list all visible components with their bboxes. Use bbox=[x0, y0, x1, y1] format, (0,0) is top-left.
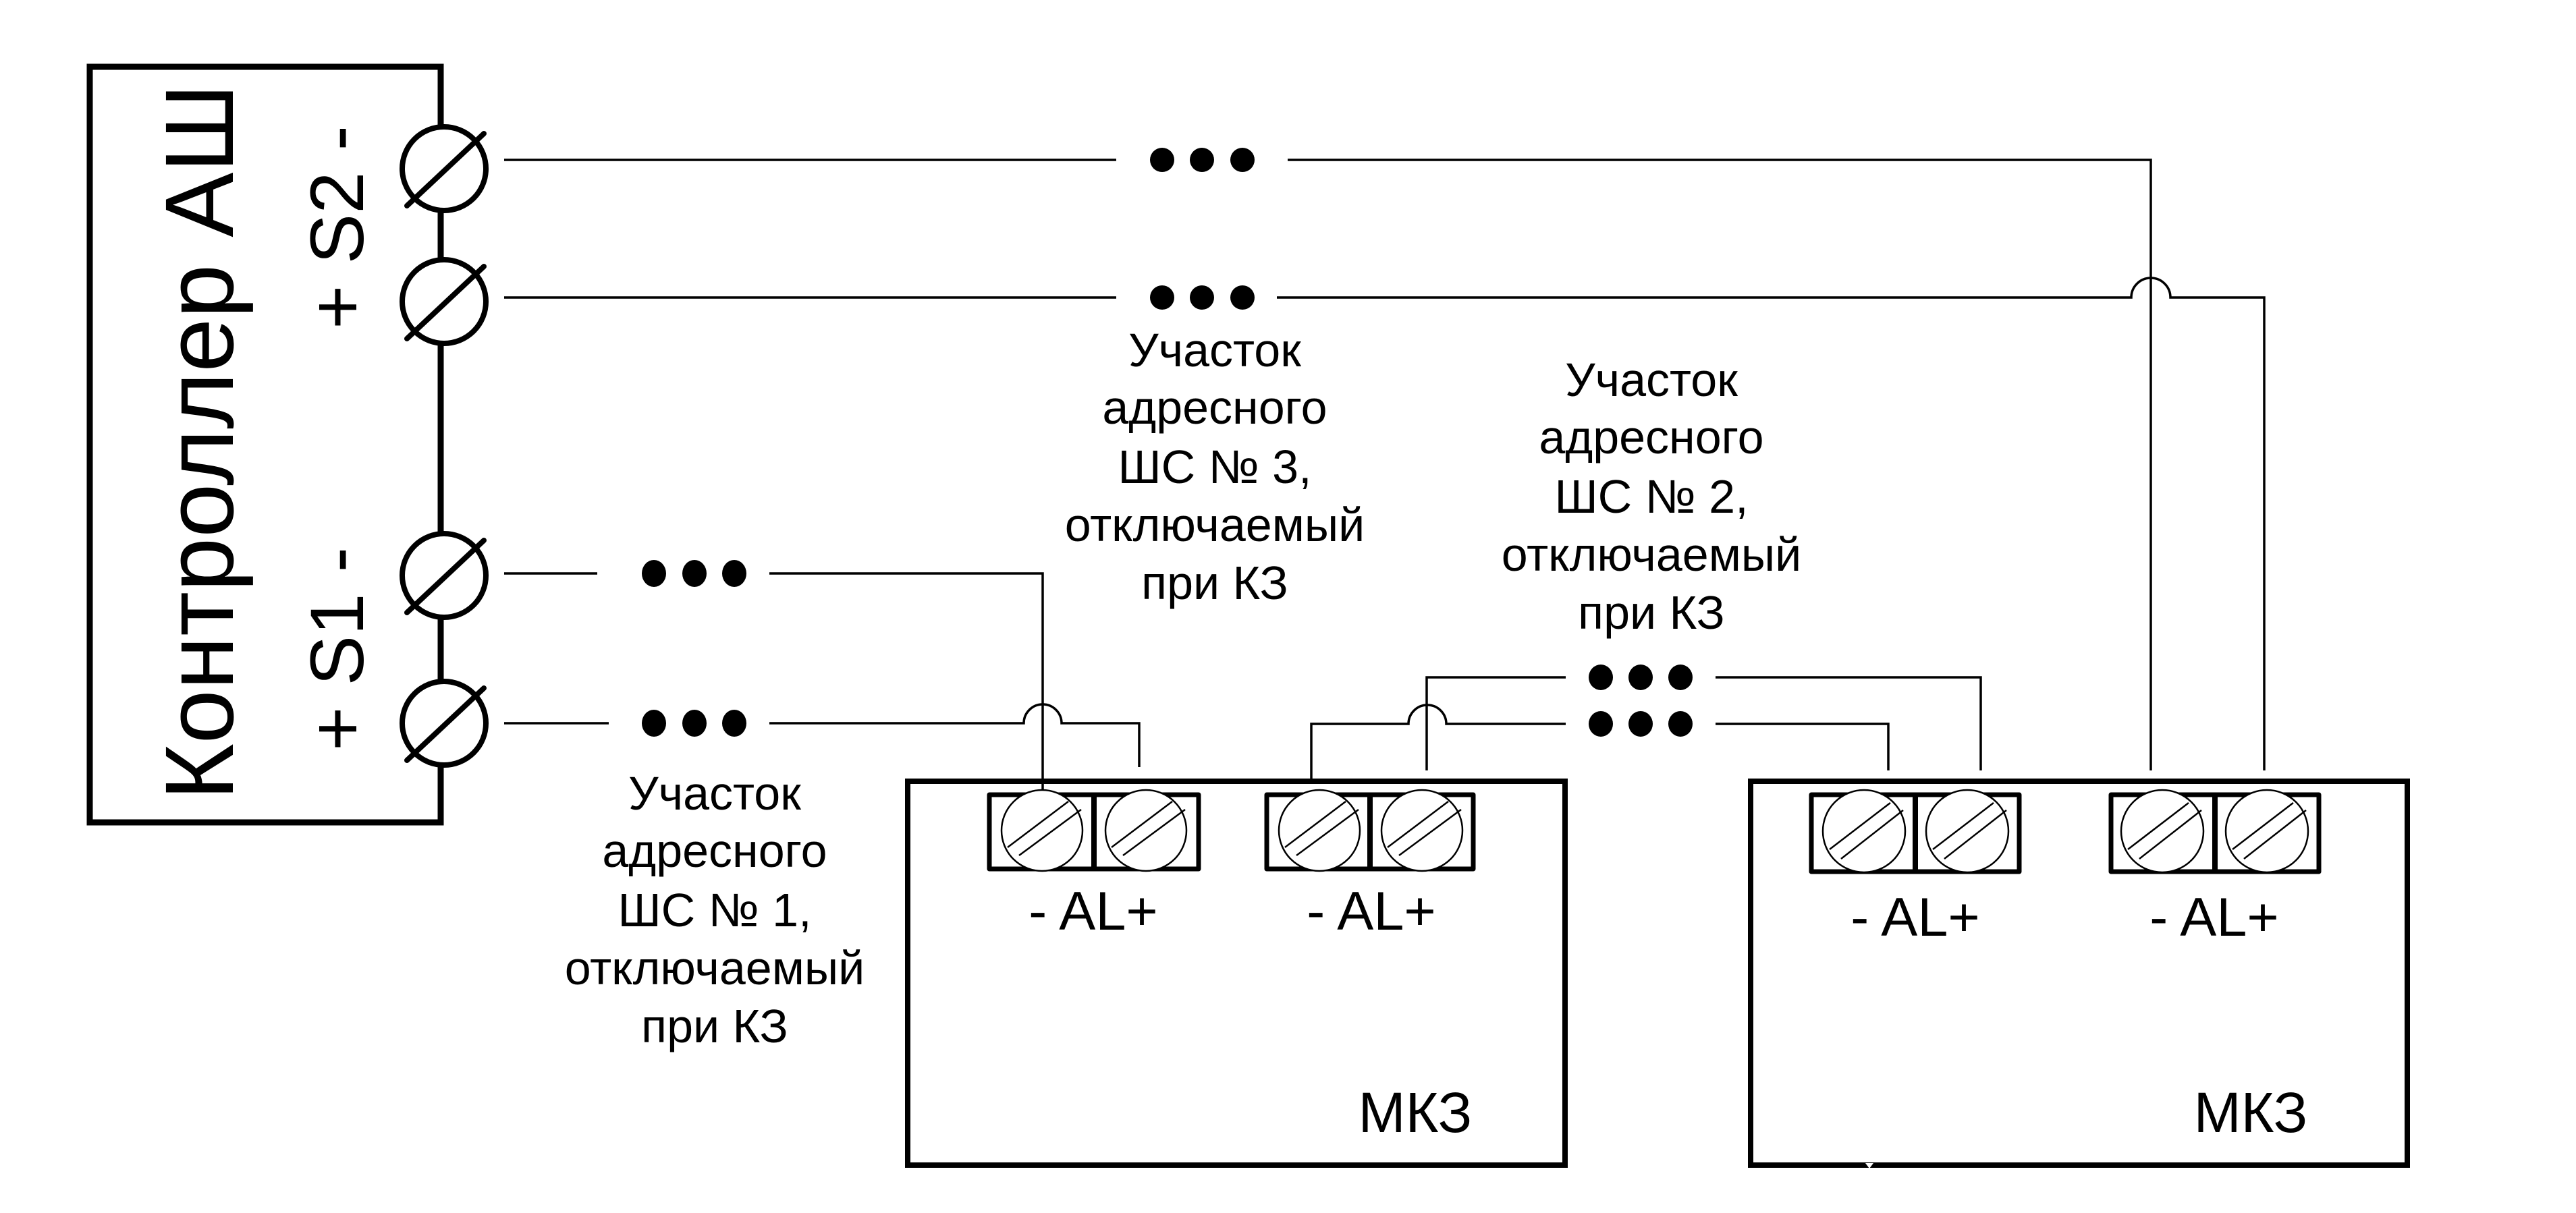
terminal-s2-minus[interactable] bbox=[400, 124, 489, 213]
wire-s1-plus-b bbox=[769, 703, 1141, 767]
segment-label-line: Участок bbox=[1128, 324, 1301, 376]
segment-label-1: Участок адресного ШС № 1, отключаемый пр… bbox=[565, 767, 865, 1052]
screw-slot bbox=[2127, 802, 2189, 850]
segment-label-line: отключаемый bbox=[565, 942, 865, 994]
wire-seg2-plus-b bbox=[1716, 676, 1982, 770]
module-label: МКЗ bbox=[2194, 1081, 2308, 1144]
segment-label-line: при КЗ bbox=[1141, 557, 1288, 609]
screw-slot bbox=[1018, 808, 1082, 857]
controller-terminals bbox=[400, 67, 489, 822]
ellipsis-icon bbox=[642, 710, 746, 737]
segment-label-line: адресного bbox=[1539, 411, 1763, 463]
screw-slot bbox=[1944, 810, 2007, 859]
screw-slot bbox=[2232, 802, 2294, 850]
screw-slot bbox=[1398, 808, 1462, 857]
ellipsis-icon bbox=[1150, 148, 1255, 172]
screw-slot bbox=[1111, 801, 1173, 848]
terminal-label: - AL+ bbox=[1851, 887, 1979, 948]
wire-seg2-minus-b bbox=[1716, 723, 1890, 770]
screw-minus[interactable] bbox=[1278, 789, 1361, 872]
segment-label-line: Участок bbox=[1565, 354, 1738, 406]
terminal-block-al-1: - AL+ bbox=[987, 789, 1201, 942]
screw-slot bbox=[1284, 801, 1346, 848]
terminal-slash bbox=[404, 685, 487, 763]
segment-label-2: Участок адресного ШС № 2, отключаемый пр… bbox=[1502, 354, 1802, 639]
ellipsis-icon bbox=[1150, 285, 1255, 310]
wire-s1-minus-b bbox=[769, 572, 1044, 791]
screw-minus[interactable] bbox=[1000, 789, 1084, 872]
wire-seg2-plus-a bbox=[1425, 676, 1566, 770]
ellipsis-icon bbox=[642, 560, 746, 587]
controller: Контроллер АШ + S2 - + S1 - bbox=[86, 63, 489, 826]
terminal-block-al-2: - AL+ bbox=[1264, 789, 1476, 942]
controller-title: Контроллер АШ bbox=[145, 84, 254, 801]
screw-icon bbox=[2120, 789, 2205, 874]
screw-slot bbox=[1932, 802, 1994, 850]
mkz-box bbox=[905, 779, 1568, 1168]
screw-minus[interactable] bbox=[1821, 789, 1907, 874]
wire-s2-plus-b bbox=[1277, 277, 2266, 770]
mkz-module-1: - AL+ - AL+ МКЗ bbox=[905, 779, 1568, 1168]
terminal-label: - AL+ bbox=[1307, 881, 1435, 942]
screw-icon bbox=[1104, 789, 1188, 872]
screw-minus[interactable] bbox=[2120, 789, 2205, 874]
module-label: МКЗ bbox=[1359, 1081, 1473, 1144]
ellipsis-icon bbox=[1589, 665, 1693, 690]
screw-slot bbox=[2243, 810, 2307, 859]
screw-icon bbox=[1000, 789, 1084, 872]
segment-label-line: ШС № 2, bbox=[1554, 470, 1748, 523]
terminal-s1-plus[interactable] bbox=[400, 679, 489, 768]
mkz-box bbox=[1748, 779, 2410, 1168]
continuation-dots bbox=[642, 148, 1693, 737]
terminal-block-al-4: - AL+ bbox=[2108, 789, 2322, 948]
terminal-slash bbox=[404, 264, 487, 341]
segment-label-line: отключаемый bbox=[1502, 528, 1802, 581]
screw-icon bbox=[1821, 789, 1907, 874]
segment-label-line: отключаемый bbox=[1065, 499, 1365, 551]
loop-s2-label: + S2 - bbox=[295, 125, 379, 329]
segment-label-line: Участок bbox=[628, 767, 801, 820]
screw-slot bbox=[2139, 810, 2202, 859]
screw-icon bbox=[1380, 789, 1464, 872]
ellipsis-icon bbox=[1589, 711, 1693, 737]
segment-label-line: при КЗ bbox=[1578, 586, 1725, 639]
terminal-label: - AL+ bbox=[1029, 881, 1157, 942]
screw-slot bbox=[1296, 808, 1359, 857]
segment-label-line: адресного bbox=[1102, 381, 1327, 434]
screw-slot bbox=[1122, 808, 1186, 857]
terminal-slash bbox=[404, 538, 487, 615]
segment-label-line: ШС № 3, bbox=[1118, 441, 1311, 493]
screw-icon bbox=[1925, 789, 2010, 874]
wire-s2-minus-b bbox=[1288, 159, 2152, 770]
loop-s1-label: + S1 - bbox=[295, 547, 379, 751]
screw-plus[interactable] bbox=[2224, 789, 2309, 874]
segment-label-line: адресного bbox=[602, 824, 827, 877]
terminal-s1-minus[interactable] bbox=[400, 531, 489, 620]
terminal-block-al-3: - AL+ bbox=[1809, 789, 2022, 948]
segment-label-line: при КЗ bbox=[641, 1000, 788, 1052]
wires bbox=[504, 159, 2266, 791]
screw-slot bbox=[1007, 801, 1069, 848]
screw-icon bbox=[2224, 789, 2309, 874]
screw-slot bbox=[1387, 801, 1449, 848]
screw-plus[interactable] bbox=[1104, 789, 1188, 872]
terminal-s2-plus[interactable] bbox=[400, 257, 489, 346]
segment-label-line: ШС № 1, bbox=[618, 884, 811, 936]
terminal-label: - AL+ bbox=[2149, 887, 2278, 948]
edge-notch bbox=[1865, 1163, 1873, 1168]
segment-label-3: Участок адресного ШС № 3, отключаемый пр… bbox=[1065, 324, 1365, 609]
terminal-slash bbox=[404, 131, 487, 208]
mkz-module-2: - AL+ - AL+ МКЗ bbox=[1748, 779, 2410, 1168]
screw-slot bbox=[1840, 810, 1904, 859]
screw-slot bbox=[1829, 802, 1891, 850]
screw-plus[interactable] bbox=[1380, 789, 1464, 872]
screw-plus[interactable] bbox=[1925, 789, 2010, 874]
screw-icon bbox=[1278, 789, 1361, 872]
